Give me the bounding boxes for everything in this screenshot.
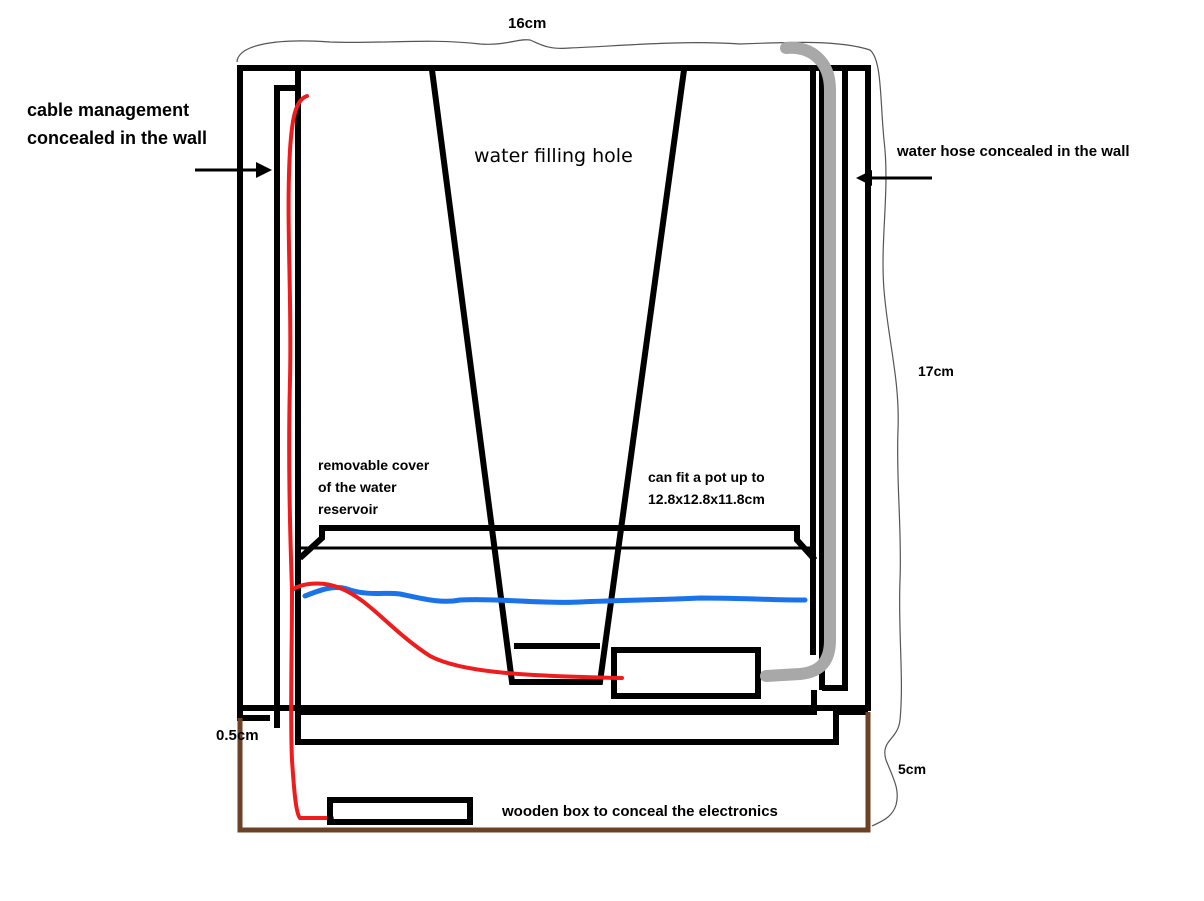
height-dimension: 17cm — [918, 363, 954, 379]
electrical-cable — [286, 94, 624, 820]
width-dimension: 16cm — [508, 15, 546, 32]
cover-label-line1: removable cover — [318, 457, 430, 473]
removable-cover — [297, 525, 818, 563]
electronics-box — [327, 797, 473, 825]
filling-hole-label: water filling hole — [474, 145, 633, 167]
water-level — [302, 585, 808, 605]
cover-label-line3: reservoir — [318, 501, 378, 517]
wooden-box-label: wooden box to conceal the electronics — [501, 803, 778, 820]
cable-label-line2: concealed in the wall — [27, 128, 207, 148]
wooden-base — [237, 712, 871, 833]
cable-arrow-icon — [256, 162, 272, 178]
outer-wall — [237, 65, 871, 711]
sketch-outline — [236, 39, 903, 827]
pot-label-line2: 12.8x12.8x11.8cm — [648, 491, 765, 507]
wall-dimension: 0.5cm — [216, 727, 259, 744]
filling-funnel — [429, 69, 687, 685]
cable-label-line1: cable management — [27, 100, 189, 120]
pot-compartment — [295, 68, 817, 715]
reservoir-box — [295, 709, 868, 745]
hose-arrow-icon — [856, 170, 872, 186]
water-hose — [760, 41, 836, 682]
pot-label-line1: can fit a pot up to — [648, 469, 765, 485]
cover-label-line2: of the water — [318, 479, 397, 495]
hose-label: water hose concealed in the wall — [896, 143, 1130, 160]
base-dimension: 5cm — [898, 761, 926, 777]
pump-box — [611, 647, 761, 699]
